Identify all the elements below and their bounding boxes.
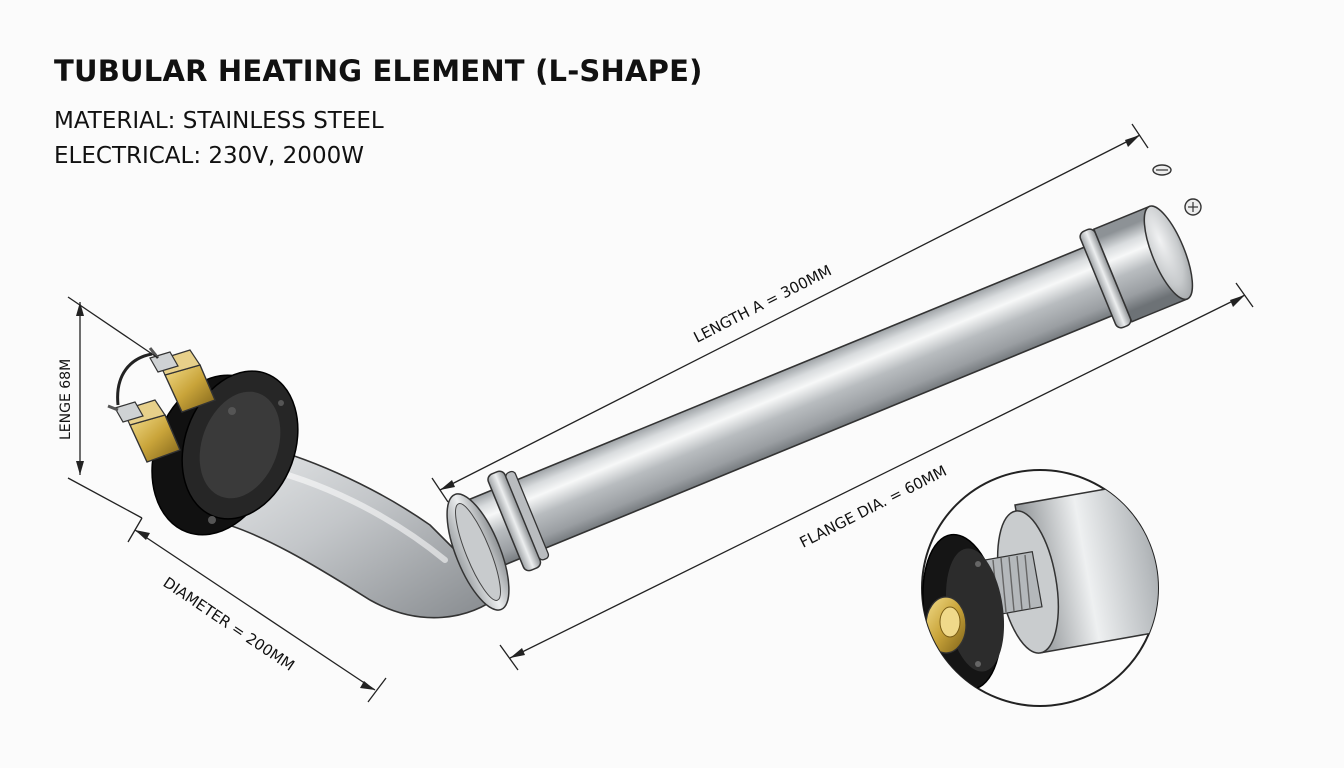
electrical-spec: ELECTRICAL: 230V, 2000W — [54, 143, 364, 169]
dim-length-a-label: LENGTH A = 300MM — [691, 261, 835, 346]
dim-height — [67, 296, 159, 519]
dim-length-a — [431, 123, 1149, 503]
end-cap-screws — [1152, 164, 1202, 216]
diagram-title: TUBULAR HEATING ELEMENT (L-SHAPE) — [54, 54, 703, 88]
material-spec: MATERIAL: STAINLESS STEEL — [54, 108, 384, 134]
tube-collar-right — [1079, 205, 1194, 329]
rubber-flange — [151, 370, 299, 536]
dim-flange-dia-label: FLANGE DIA. = 60MM — [797, 462, 950, 552]
dim-height-label: LENGE 68M — [58, 359, 74, 440]
terminal-wire — [116, 352, 153, 406]
dim-flange-dia — [499, 282, 1254, 671]
tube-collar-left — [487, 470, 550, 572]
terminal-upper — [148, 347, 216, 413]
terminal-lower — [107, 399, 181, 463]
detail-inset — [921, 469, 1159, 707]
dim-diameter — [127, 517, 387, 703]
